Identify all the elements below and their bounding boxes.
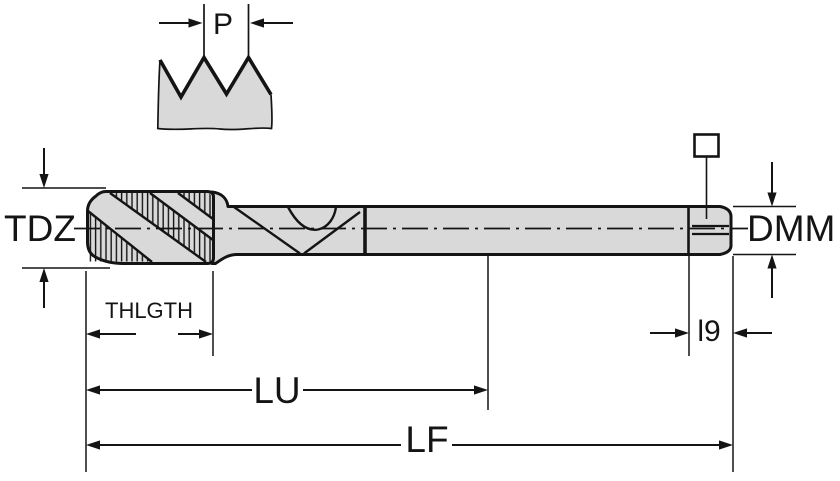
flute-boundary-diagonals	[87, 192, 214, 263]
dim-thlgth: THLGTH	[86, 271, 214, 356]
label-usable-length: LU	[253, 370, 300, 411]
l9-arrowhead-left	[675, 328, 689, 338]
label-overall-length: LF	[405, 419, 448, 460]
pitch-arrows	[159, 18, 293, 28]
thread-hatching	[87, 192, 214, 263]
thread-profile-detail: P	[156, 4, 293, 131]
label-shank-diameter: DMM	[747, 208, 835, 249]
tdz-arrowhead-bottom	[39, 268, 49, 282]
thlgth-arrowhead-left	[86, 329, 100, 339]
dim-dmm: DMM	[733, 162, 835, 298]
dim-l9: l9	[650, 256, 772, 356]
lu-arrowhead-left	[86, 385, 100, 395]
thlgth-arrowhead-right	[199, 329, 213, 339]
dmm-arrowhead-top	[767, 192, 777, 207]
tdz-arrowhead-top	[39, 174, 49, 188]
flute-line-lower	[303, 211, 361, 255]
l9-arrowhead-right	[733, 328, 747, 338]
dmm-arrowhead-bottom	[767, 254, 777, 269]
label-thread-diameter: TDZ	[4, 208, 76, 249]
square-symbol	[693, 133, 720, 158]
lf-arrowhead-left	[86, 440, 100, 450]
dim-tdz: TDZ	[4, 148, 110, 308]
label-pitch: P	[213, 8, 233, 41]
flute-line	[233, 206, 301, 255]
label-square-length: l9	[697, 315, 720, 348]
lu-arrowhead-right	[474, 385, 488, 395]
dim-lu: LU	[86, 256, 489, 411]
flute-lines	[233, 206, 361, 255]
thread-profile-outline	[158, 53, 273, 101]
lf-arrowhead-right	[719, 440, 733, 450]
label-thread-length: THLGTH	[105, 298, 193, 323]
dim-lf: LF	[86, 256, 734, 472]
tap-body	[210, 190, 733, 265]
flute-runout-hook	[286, 206, 338, 231]
thread-profile-fill	[157, 57, 273, 130]
thread-profile-break-edge	[156, 59, 273, 131]
square-drive-callout	[693, 133, 720, 219]
